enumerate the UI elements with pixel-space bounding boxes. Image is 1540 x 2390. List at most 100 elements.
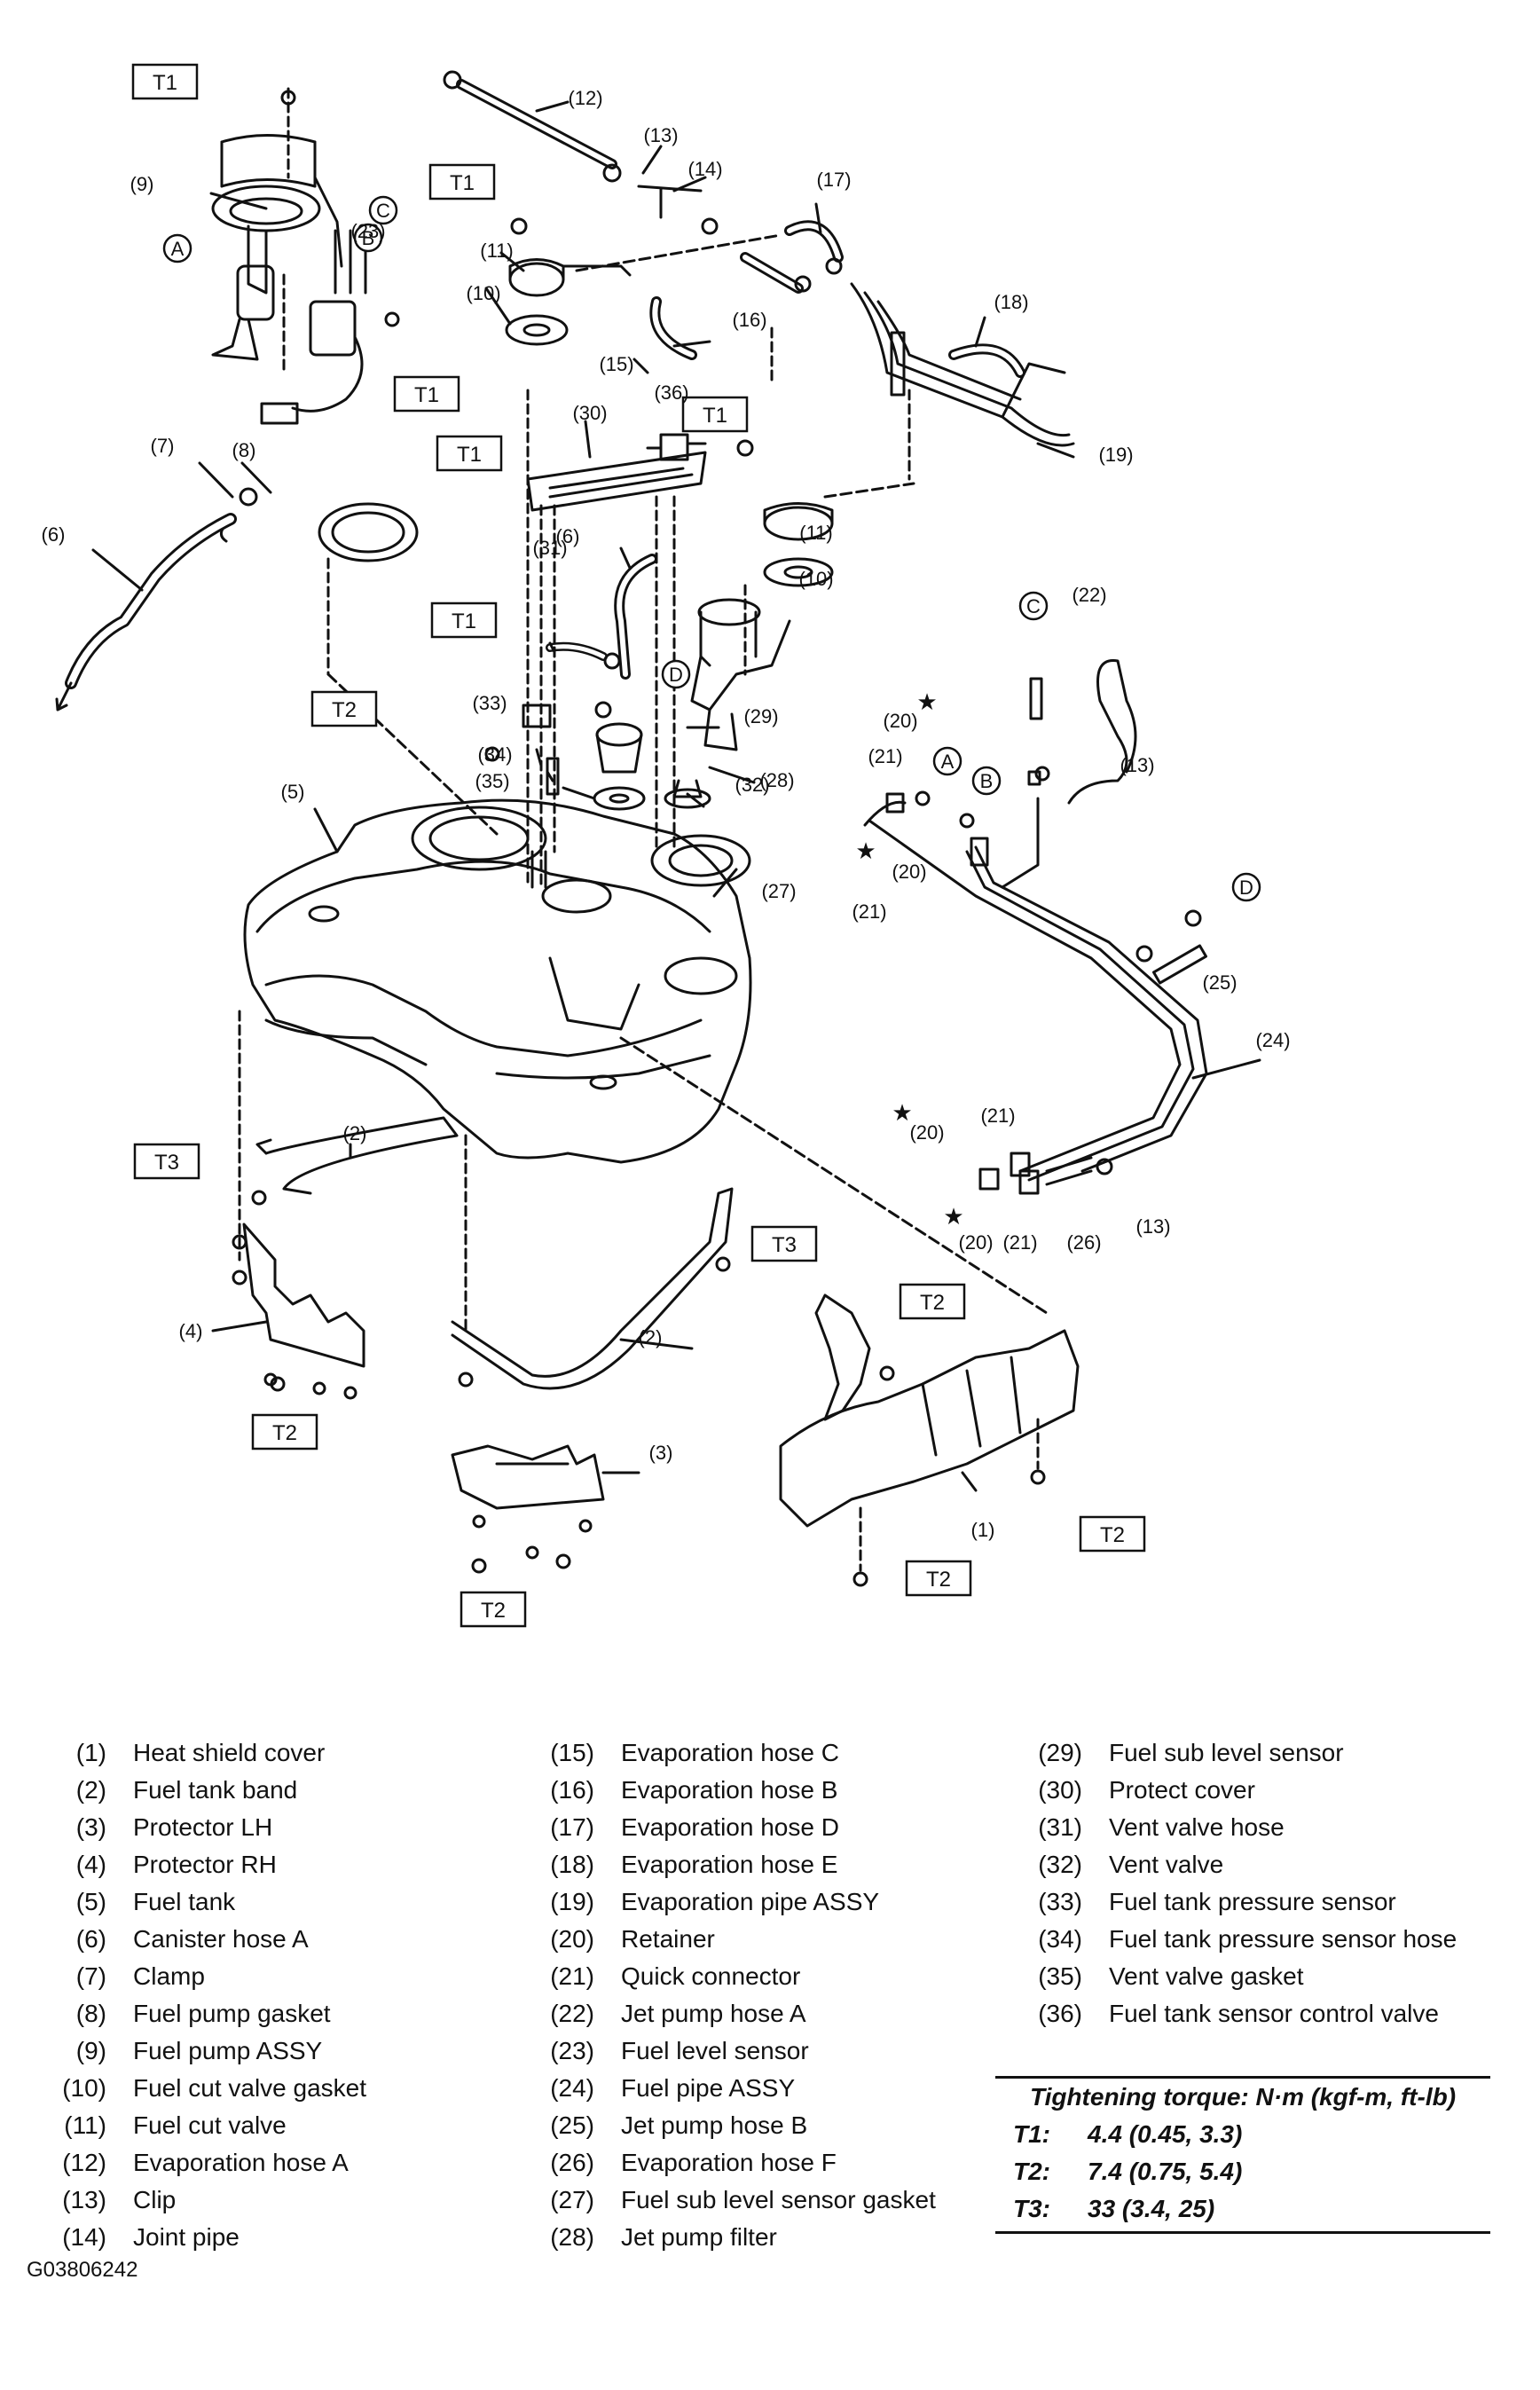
part-callout: (15) [599,353,633,375]
part-callout: (26) [1066,1231,1101,1254]
legend-item: (22)Jet pump hose A [515,1995,994,2032]
reference-circle-label: D [669,664,683,686]
reference-circle-label: B [362,227,375,249]
torque-table-rule-bottom [995,2231,1490,2234]
legend-item-number: (21) [550,1962,594,1990]
legend-item-number: (35) [1038,1962,1082,1990]
legend-item-name: Evaporation hose C [621,1739,839,1766]
legend-item-name: Fuel level sensor [621,2037,809,2064]
part-callout: (11) [799,522,833,544]
fuel-level-sensor-drawing [260,229,367,425]
legend-item-name: Fuel pump ASSY [133,2037,323,2064]
reference-circle-d: D [1231,872,1261,902]
torque-box-t1: T1 [393,375,460,413]
legend-item: (12)Evaporation hose A [27,2144,506,2182]
torque-table-rule-top [995,2076,1490,2079]
reference-circle-label: A [171,238,185,260]
star-icon: ★ [855,837,876,864]
part-callout: (13) [1120,754,1154,776]
legend-item-number: (14) [62,2223,106,2251]
part-callout: (8) [232,439,256,461]
part-callout: (33) [472,692,507,714]
part-callout: (35) [475,770,509,792]
torque-box-t1: T1 [436,435,503,472]
torque-row: T2: 7.4 (0.75, 5.4) [995,2153,1490,2190]
legend-item-number: (10) [62,2074,106,2102]
part-callout: (20) [958,1231,993,1254]
reference-circle-a: A [932,746,962,776]
legend-item: (14)Joint pipe [27,2219,506,2256]
parts-legend: (1)Heat shield cover(2)Fuel tank band(3)… [0,1734,1540,2251]
legend-item: (29)Fuel sub level sensor [1002,1734,1517,1772]
legend-column-1: (1)Heat shield cover(2)Fuel tank band(3)… [27,1734,506,2256]
legend-item-number: (25) [550,2111,594,2139]
legend-item-number: (15) [550,1739,594,1766]
legend-item-number: (32) [1038,1851,1082,1878]
torque-box-label: T1 [153,71,177,95]
torque-box-label: T2 [332,698,357,722]
torque-box-t1: T1 [681,396,749,433]
legend-item: (4)Protector RH [27,1846,506,1883]
legend-item-name: Evaporation hose D [621,1813,839,1841]
torque-box-label: T1 [414,383,439,407]
legend-item-number: (1) [75,1739,106,1766]
torque-value: 4.4 (0.45, 3.3) [1088,2120,1243,2148]
legend-item-name: Protector RH [133,1851,277,1878]
part-callout: (31) [532,537,567,559]
legend-item-number: (5) [75,1888,106,1915]
legend-column-2: (15) Evaporation hose C (16)Evaporation ho… [515,1734,994,2256]
legend-item-name: Heat shield cover [133,1739,326,1766]
legend-item: (6)Canister hose A [27,1921,506,1958]
legend-item: (20)Retainer [515,1921,994,1958]
legend-item: (5)Fuel tank [27,1883,506,1921]
part-callout: (21) [1002,1231,1037,1254]
legend-item-number: (7) [75,1962,106,1990]
star-icon: ★ [916,688,937,715]
reference-circle-label: B [980,770,994,792]
part-callout: (23) [350,220,385,242]
torque-row: T3:33 (3.4, 25) [995,2190,1490,2228]
fuel-pipe-assy-drawing [863,659,1208,1195]
torque-key: T2: [1013,2158,1050,2185]
part-callout: (21) [868,745,902,767]
torque-box-t3: T3 [133,1143,200,1180]
part-callout: (32) [735,774,769,796]
legend-item-number: (2) [75,1776,106,1804]
torque-box-t2: T2 [1079,1515,1146,1553]
legend-item-number: (30) [1038,1776,1082,1804]
part-callout: (21) [980,1105,1015,1127]
legend-item-name: Evaporation hose A [133,2149,349,2176]
legend-item-name: Quick connector [621,1962,801,1990]
part-callout: (10) [798,568,833,590]
legend-item: (33)Fuel tank pressure sensor [1002,1883,1517,1921]
part-callout: (3) [649,1442,673,1464]
torque-box-label: T1 [703,404,727,428]
part-callout: (17) [816,169,851,191]
part-callout: (34) [477,743,512,766]
reference-circle-label: C [1026,595,1041,617]
legend-item: (10)Fuel cut valve gasket [27,2070,506,2107]
reference-circle-c: C [368,195,398,225]
part-callout: (1) [971,1519,995,1541]
part-callout: (25) [1202,971,1237,994]
legend-item-number: (20) [550,1925,594,1953]
torque-box-label: T2 [1100,1523,1125,1547]
torque-table-heading: Tightening torque: N·m (kgf-m, ft-lb) [1029,2083,1457,2111]
torque-box-t2: T2 [310,690,378,727]
torque-box-label: T1 [450,171,475,195]
torque-box-label: T3 [772,1233,797,1257]
part-callout: (7) [151,435,175,457]
torque-box-t2: T2 [905,1560,972,1597]
torque-box-label: T2 [926,1568,951,1592]
legend-item-name: Fuel pump gasket [133,2000,331,2027]
legend-item-number: (24) [550,2074,594,2102]
legend-item: (19)Evaporation pipe ASSY [515,1883,994,1921]
torque-value: 7.4 (0.75, 5.4) [1088,2158,1243,2185]
legend-item: (31)Vent valve hose [1002,1809,1517,1846]
legend-item-number: (36) [1038,2000,1082,2027]
legend-item: (16)Evaporation hose B [515,1772,994,1809]
torque-box-t2: T2 [460,1591,527,1628]
part-callout: (20) [892,861,926,883]
legend-item-number: (9) [75,2037,106,2064]
